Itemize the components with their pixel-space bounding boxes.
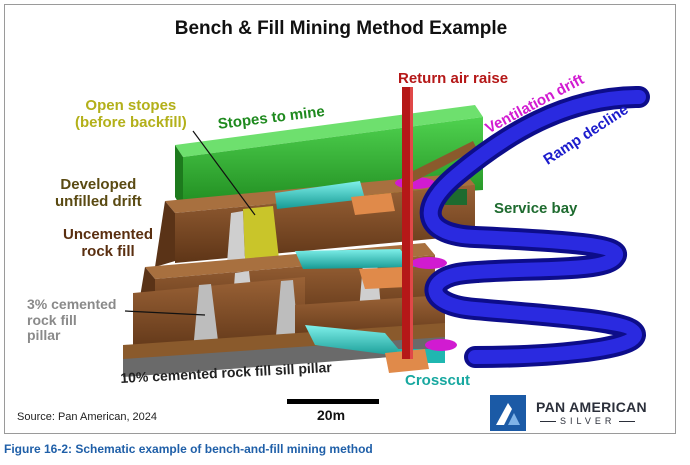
pillar-leader bbox=[124, 310, 206, 316]
ramp-decline bbox=[419, 86, 650, 368]
label-open-stopes: Open stopes (before backfill) bbox=[75, 97, 187, 131]
diagram-frame: Bench & Fill Mining Method Example bbox=[4, 4, 676, 434]
pan-american-logo: PAN AMERICAN SILVER bbox=[490, 395, 670, 431]
label-crosscut: Crosscut bbox=[405, 372, 471, 389]
label-uncemented-rock-fill: Uncemented rock fill bbox=[63, 226, 154, 260]
logo-subtitle: SILVER bbox=[536, 416, 639, 426]
label-service-bay: Service bay bbox=[494, 200, 578, 217]
crosscuts bbox=[275, 181, 445, 363]
scale-label: 20m bbox=[317, 407, 346, 423]
scale-bar bbox=[287, 399, 379, 404]
open-stopes-leader bbox=[192, 130, 256, 216]
figure-caption: Figure 16-2: Schematic example of bench-… bbox=[4, 442, 373, 456]
source-note: Source: Pan American, 2024 bbox=[17, 411, 158, 423]
label-return-air-raise: Return air raise bbox=[398, 70, 509, 87]
label-cemented-pillar: 3% cemented rock fill pillar bbox=[27, 296, 117, 344]
return-air-raise bbox=[402, 87, 413, 359]
mine-schematic bbox=[123, 86, 650, 404]
label-developed-drift: Developed unfilled drift bbox=[55, 176, 142, 210]
pan-american-logo-icon bbox=[490, 395, 526, 431]
logo-name: PAN AMERICAN bbox=[536, 399, 647, 415]
diagram-title: Bench & Fill Mining Method Example bbox=[174, 18, 508, 39]
